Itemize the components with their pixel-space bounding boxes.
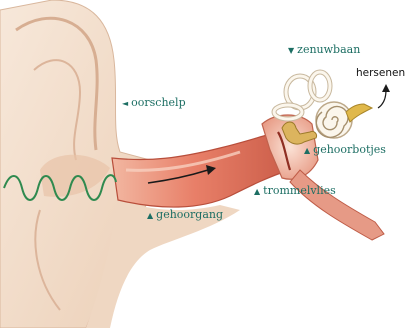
left-marker-icon: ◄ <box>122 99 128 108</box>
label-trommelvlies: ▲trommelvlies <box>254 185 336 198</box>
auditory-nerve <box>346 104 372 122</box>
nerve-arrow <box>378 90 386 108</box>
up-marker-icon: ▲ <box>254 187 260 196</box>
eustachian-tube <box>290 170 384 240</box>
up-marker-icon: ▲ <box>304 146 310 155</box>
label-gehoorbotjes-text: gehoorbotjes <box>313 143 386 156</box>
label-oorschelp-text: oorschelp <box>131 96 185 109</box>
label-gehoorbotjes: ▲gehoorbotjes <box>304 144 386 157</box>
label-oorschelp: ◄oorschelp <box>122 97 186 110</box>
label-trommelvlies-text: trommelvlies <box>263 184 336 197</box>
label-hersenen-text: hersenen <box>356 67 405 79</box>
label-gehoorgang: ▲gehoorgang <box>147 209 223 222</box>
label-gehoorgang-text: gehoorgang <box>156 208 223 221</box>
label-hersenen: hersenen <box>356 67 405 79</box>
label-zenuwbaan: ▼zenuwbaan <box>288 44 360 57</box>
up-marker-icon: ▲ <box>147 211 153 220</box>
down-marker-icon: ▼ <box>288 46 294 55</box>
label-zenuwbaan-text: zenuwbaan <box>297 43 360 56</box>
nerve-arrowhead <box>382 84 390 92</box>
